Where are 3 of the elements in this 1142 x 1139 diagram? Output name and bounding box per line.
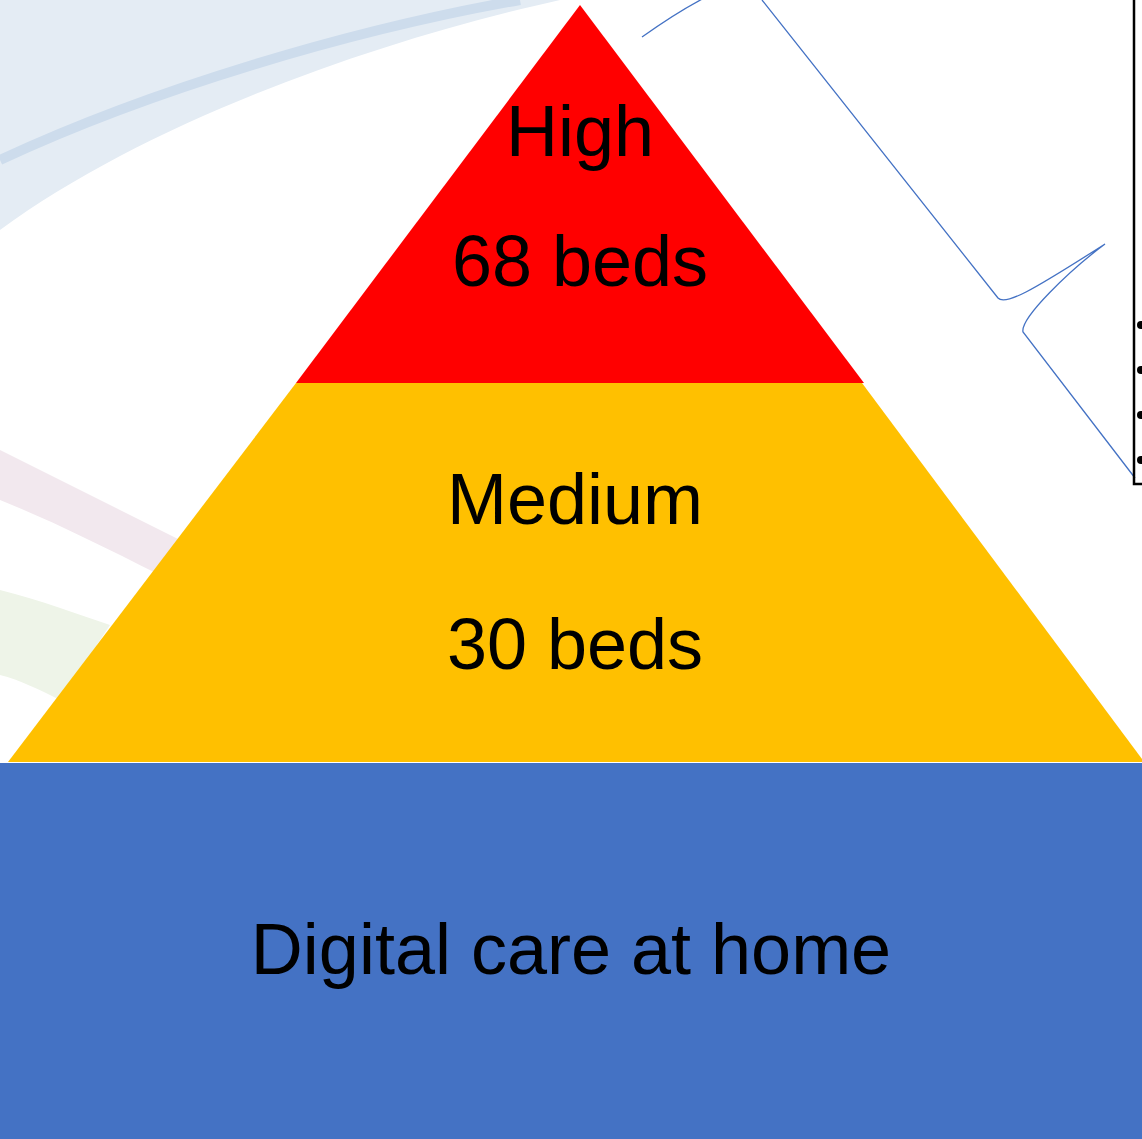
tier-label: 68 beds (451, 225, 709, 297)
tier-label: 30 beds (446, 608, 704, 680)
tier-label: Medium (446, 463, 704, 535)
